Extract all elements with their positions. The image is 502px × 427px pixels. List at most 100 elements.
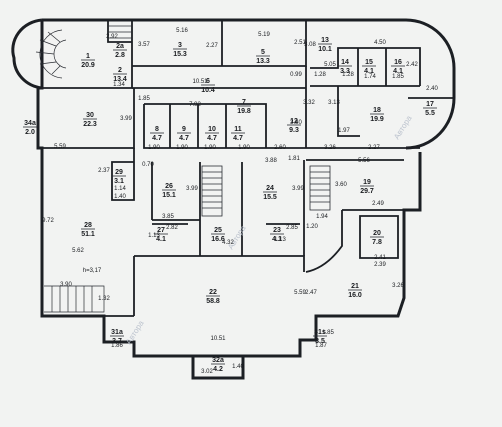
room-number: 24	[266, 185, 274, 192]
dimension-value: 3.26	[324, 145, 336, 151]
dimension-value: 1.85	[322, 330, 334, 336]
room-area: 19.9	[370, 116, 384, 123]
room-area: 3.3	[340, 68, 350, 75]
room-area: 58.8	[206, 298, 220, 305]
room-number: 26	[165, 183, 173, 190]
dimension-value: 1.90	[204, 145, 216, 151]
room-number: 28	[84, 222, 92, 229]
room-number: 12	[290, 118, 298, 125]
dimension-value: 1.28	[342, 72, 354, 78]
dimension-value: 1.97	[338, 128, 350, 134]
dimension-value: 2.49	[372, 201, 384, 207]
room-area: 3.5	[315, 338, 325, 345]
room-number: 11	[234, 126, 242, 133]
dimension-value: 0.70	[142, 162, 154, 168]
dimension-value: 2.60	[274, 145, 286, 151]
room-number: 34a	[24, 120, 36, 127]
room-number: 22	[209, 289, 217, 296]
dimension-value: 2.47	[305, 290, 317, 296]
room-number: 17	[426, 101, 434, 108]
dimension-value: 2.42	[406, 62, 418, 68]
dimension-value: 7.92	[189, 102, 201, 108]
room-area: 4.2	[213, 366, 223, 373]
dimension-value: 1.86	[111, 343, 123, 349]
room-number: 18	[373, 107, 381, 114]
room-number: 9	[182, 126, 186, 133]
room-area: 4.7	[152, 135, 162, 142]
dimension-value: 5.05	[324, 62, 336, 68]
room-area: 3.7	[112, 338, 122, 345]
dimension-value: 1.85	[392, 74, 404, 80]
dimension-value: 3.13	[328, 100, 340, 106]
dimension-value: 1.74	[364, 74, 376, 80]
dimension-value: 1.85	[138, 96, 150, 102]
room-area: 9.3	[289, 127, 299, 134]
room-area: 15.5	[263, 194, 277, 201]
room-number: 5	[261, 49, 265, 56]
dimension-value: 3.88	[265, 158, 277, 164]
room-area: 4.1	[156, 236, 166, 243]
room-area: 15.3	[173, 51, 187, 58]
room-number: 23	[273, 227, 281, 234]
stairs-central	[201, 165, 223, 217]
dimension-value: 2.27	[368, 145, 380, 151]
room-number: 16	[394, 59, 402, 66]
dimension-value: 5.16	[176, 28, 188, 34]
room-area: 51.1	[81, 231, 95, 238]
dimension-value: 1.34	[113, 82, 125, 88]
outer-walls	[11, 18, 456, 380]
dimension-value: 5.62	[72, 248, 84, 254]
dimension-value: 2.27	[206, 43, 218, 49]
dimension-value: 3.80	[290, 120, 302, 126]
room-area: 4.7	[179, 135, 189, 142]
dimension-value: 2.82	[166, 225, 178, 231]
room-number: 7	[242, 99, 246, 106]
room-number: 27	[157, 227, 165, 234]
inner-walls	[42, 20, 454, 317]
room-area: 10.1	[318, 46, 332, 53]
room-area: 4.7	[207, 135, 217, 142]
dimension-value: 1.90	[176, 145, 188, 151]
room-number: 21	[351, 283, 359, 290]
room-area: 16.0	[348, 292, 362, 299]
stairs-entry	[44, 285, 105, 313]
dimension-value: 2.40	[426, 86, 438, 92]
dimension-value: 1.40	[232, 364, 244, 370]
room-area: 16.6	[211, 236, 225, 243]
dimension-value: 1.13	[148, 233, 160, 239]
room-area: 2.8	[115, 52, 125, 59]
dimension-value: 2.37	[98, 168, 110, 174]
dimension-value: 3.90	[60, 282, 72, 288]
stairs-right	[309, 165, 331, 211]
room-area: 4.1	[272, 236, 282, 243]
dimension-value: 3.32	[303, 100, 315, 106]
dimension-value: 4.32	[222, 240, 234, 246]
dimension-value: 1.28	[314, 72, 326, 78]
room-area: 10.4	[201, 87, 215, 94]
dimension-value: 1.94	[316, 214, 328, 220]
dimension-value: h=3,17	[83, 268, 102, 274]
room-number: 32a	[212, 357, 224, 364]
dimension-value: 1.20	[306, 224, 318, 230]
dimension-value: 1.90	[148, 145, 160, 151]
dimension-value: 5.56	[358, 158, 370, 164]
dimension-value: 1.90	[238, 145, 250, 151]
dimension-value: 1.32	[98, 296, 110, 302]
dimension-value: 2.51	[294, 40, 306, 46]
room-area: 15.1	[162, 192, 176, 199]
room-area: 20.9	[81, 62, 95, 69]
dimension-value: 3.60	[335, 182, 347, 188]
room-number: 3	[178, 42, 182, 49]
dimension-value: 5.19	[258, 32, 270, 38]
dimension-value: 3.99	[292, 186, 304, 192]
room-number: 29	[115, 169, 123, 176]
room-number: 19	[363, 179, 371, 186]
room-number: 31s	[314, 329, 326, 336]
room-number: 30	[86, 112, 94, 119]
dimension-value: 1.87	[315, 343, 327, 349]
room-area: 29.7	[360, 188, 374, 195]
dimension-value: 1.14	[114, 186, 126, 192]
dimension-value: 3.02	[201, 369, 213, 375]
dimension-value: 10.51	[192, 79, 208, 85]
